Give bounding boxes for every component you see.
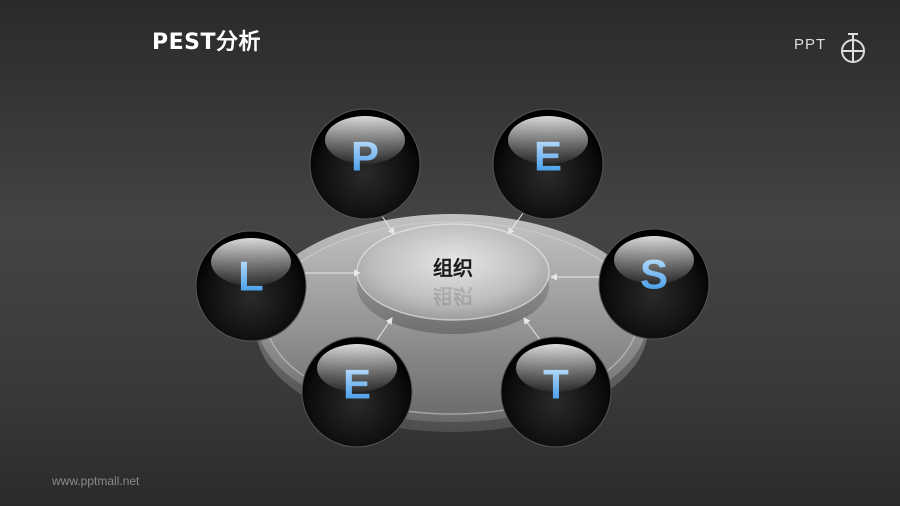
center-disk — [356, 223, 550, 334]
node-p: P — [309, 108, 421, 220]
node-e-top-letter: E — [534, 133, 562, 180]
node-p-letter: P — [351, 133, 379, 180]
node-e-bottom: E — [301, 336, 413, 448]
center-label-reflection: 组织 — [433, 284, 473, 308]
page-title: PEST分析 — [152, 30, 262, 55]
node-l: L — [195, 230, 307, 342]
node-t: T — [500, 336, 612, 448]
node-s-letter: S — [640, 251, 668, 298]
node-s: S — [598, 228, 710, 340]
brand-logo: PPT — [794, 30, 870, 66]
footer-url: www.pptmall.net — [52, 474, 140, 488]
logo-mark-icon — [841, 33, 865, 63]
node-t-letter: T — [543, 361, 569, 408]
node-l-letter: L — [238, 253, 264, 300]
node-e-bottom-letter: E — [343, 361, 371, 408]
center-label: 组织 — [433, 256, 473, 280]
logo-text: PPT — [794, 36, 827, 53]
node-e-top: E — [492, 108, 604, 220]
